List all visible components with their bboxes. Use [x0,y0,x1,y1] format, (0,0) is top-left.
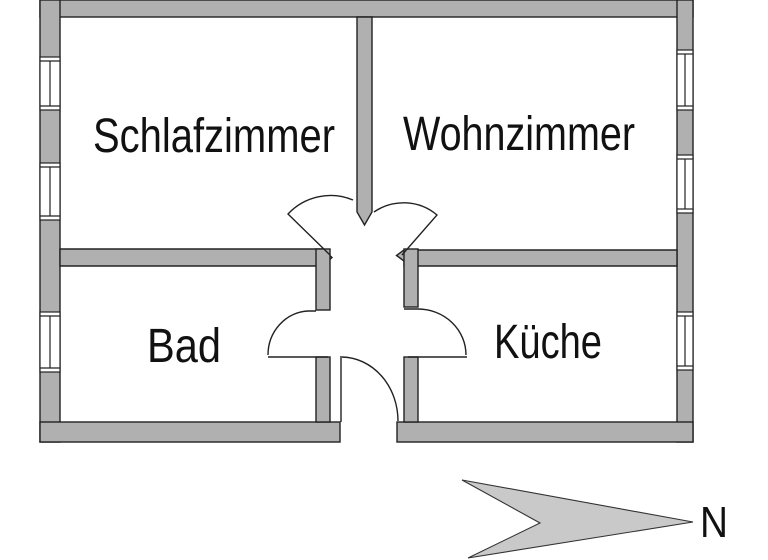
room-label-wohnzimmer: Wohnzimmer [403,108,635,161]
door-bad [267,310,328,358]
north-arrow-icon [461,479,694,559]
room-label-kueche: Küche [494,316,602,369]
walls [39,0,694,443]
wall-divider-bedroom-living [356,16,373,227]
room-label-schlafzimmer: Schlafzimmer [93,110,335,163]
wall-hall-left-upper [315,248,331,311]
wall-bottom-left [39,421,341,443]
north-label: N [700,498,728,547]
window-kueche [676,311,694,371]
wall-bottom-right [396,421,694,443]
door-schlafzimmer [287,194,354,256]
window-schlafzimmer-2 [39,162,61,221]
window-bad [39,311,61,373]
wall-hall-right-lower [403,356,419,423]
window-schlafzimmer-1 [39,56,61,111]
wall-hall-left-lower [315,356,331,423]
doors [267,194,467,422]
wall-hall-right-upper [403,248,419,308]
window-wohnzimmer-2 [676,154,694,214]
windows [39,49,694,373]
door-entrance [340,356,399,422]
wall-top [39,0,694,18]
window-wohnzimmer-1 [676,49,694,111]
wall-middle-right [395,249,678,267]
wall-middle-left [59,248,334,267]
room-label-bad: Bad [147,320,221,373]
door-kueche [404,308,467,358]
door-wohnzimmer [373,202,438,256]
